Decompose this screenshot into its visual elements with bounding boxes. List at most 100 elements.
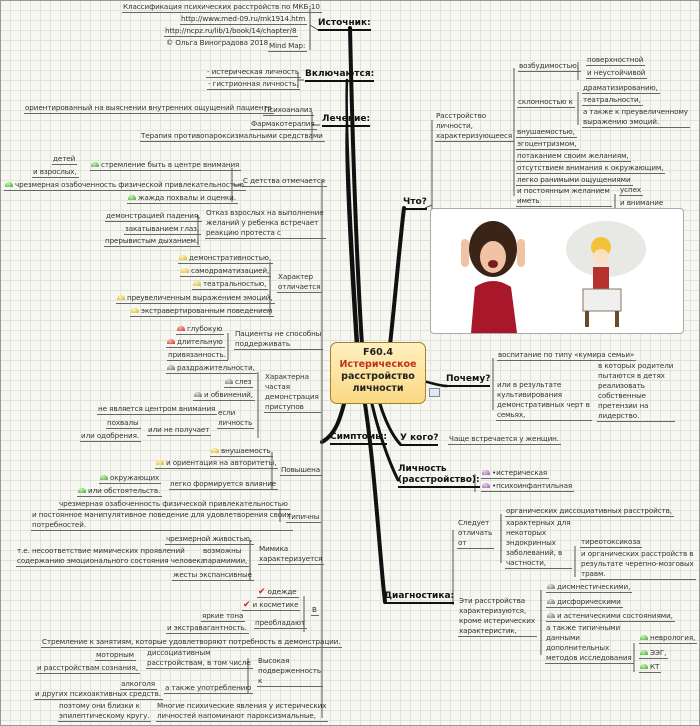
what-description[interactable]: Расстройство личности, характеризующееся xyxy=(435,111,515,142)
symptom-item[interactable]: окружающих xyxy=(99,473,162,484)
symptom-item[interactable]: стремление быть в центре внимания xyxy=(90,160,242,171)
symptom-item[interactable]: или не получает xyxy=(147,425,212,436)
symptom-item[interactable]: чрезмерной живостью, xyxy=(165,534,255,545)
diagnostics-item[interactable]: дисфорическими xyxy=(546,597,623,608)
symptom-item[interactable]: и экстравагантность. xyxy=(166,623,249,634)
symptom-paroxysmal[interactable]: Многие психические явления у истерически… xyxy=(156,701,329,722)
topic-symptoms[interactable]: Симптомы: xyxy=(330,432,387,445)
diagnostics-item[interactable]: и астеническими состояниями, xyxy=(546,611,675,622)
symptom-item[interactable]: преобладают xyxy=(254,618,308,629)
symptom-item[interactable]: закатыванием глаз, xyxy=(124,224,202,235)
what-item[interactable]: успех xyxy=(619,185,644,196)
symptom-occupation[interactable]: Стремление к занятиям, которые удовлетво… xyxy=(41,637,343,648)
symptom-item[interactable]: яркие тона xyxy=(201,611,246,622)
what-item[interactable]: поверхностной xyxy=(586,55,646,66)
source-link[interactable]: http://ncpz.ru/lib/1/book/14/chapter/8 xyxy=(164,26,299,37)
symptom-item[interactable]: алкоголя xyxy=(120,679,158,690)
what-item[interactable]: драматизированию, xyxy=(582,83,660,94)
symptom-attacks[interactable]: Характерна частая демонстрация приступов xyxy=(264,372,321,413)
symptom-item[interactable]: и взрослых, xyxy=(32,167,79,178)
includes-item[interactable]: - истерическая личность xyxy=(206,67,302,78)
symptom-item[interactable]: экстравертированным поведением xyxy=(130,306,275,317)
why-item[interactable]: или в результате культивирования демонст… xyxy=(496,380,592,421)
symptom-item[interactable]: легко формируется влияние xyxy=(169,479,279,490)
symptom-item[interactable]: привязанность. xyxy=(167,350,228,361)
diagnostics-method[interactable]: ЭЭГ, xyxy=(639,648,669,659)
symptom-item[interactable]: ✔и косметике xyxy=(242,600,301,611)
symptom-item[interactable]: раздражительности, xyxy=(166,363,257,374)
symptom-item[interactable]: жесты экспансивные xyxy=(172,570,254,581)
what-item[interactable]: а также к преувеличенному выражению эмоц… xyxy=(582,107,690,128)
symptom-item[interactable]: и других психоактивных средств. xyxy=(34,689,163,700)
topic-who[interactable]: У кого? xyxy=(400,433,439,446)
symptom-item[interactable]: глубокую xyxy=(176,324,225,335)
diagnostics-these[interactable]: Эти расстройства характеризуются, кроме … xyxy=(458,596,537,637)
treatment-item[interactable]: Фармакотерапия xyxy=(250,119,317,130)
source-link[interactable]: http://www.med-09.ru/mk1914.htm xyxy=(180,14,308,25)
symptom-item[interactable]: внушаемость xyxy=(210,446,273,457)
diagnostics-item[interactable]: дисмнестическими, xyxy=(546,582,633,593)
symptom-item[interactable]: демонстрацией падения, xyxy=(105,211,203,222)
what-item[interactable]: возбудимостью, xyxy=(518,61,581,72)
symptom-childhood[interactable]: С детства отмечается xyxy=(242,176,327,187)
symptom-attachment[interactable]: Пациенты не способны поддерживать xyxy=(234,329,324,350)
central-topic[interactable]: F60.4 Истерическое расстройство личности xyxy=(330,342,426,404)
topic-why[interactable]: Почему? xyxy=(446,374,491,387)
symptom-item[interactable]: ✔одежде xyxy=(257,587,299,598)
symptom-item[interactable]: поэтому они близки к эпилептическому кру… xyxy=(58,701,152,722)
what-item[interactable]: легко ранимыми ощущениями xyxy=(516,175,633,186)
diagnostics-method[interactable]: КТ xyxy=(639,662,662,673)
symptom-item[interactable]: чрезмерная озабоченность физической прив… xyxy=(58,499,290,510)
diagnostics-item[interactable]: характерных для некоторых эндокринных за… xyxy=(505,518,573,569)
symptom-item[interactable]: длительную xyxy=(166,337,225,348)
symptom-in[interactable]: В xyxy=(311,605,319,616)
symptom-raised[interactable]: Повышена xyxy=(280,465,323,476)
what-item[interactable]: внушаемостью, xyxy=(516,127,577,138)
topic-diagnostics[interactable]: Диагностика: xyxy=(384,591,455,604)
symptom-item[interactable]: моторным xyxy=(95,650,136,661)
what-item[interactable]: и неустойчивой xyxy=(586,68,648,79)
what-item[interactable]: потаканием своим желаниям, xyxy=(516,151,631,162)
symptom-item[interactable]: т.е. несоответствие мимических проявлени… xyxy=(16,546,207,567)
topic-what[interactable]: Что? xyxy=(403,197,427,210)
what-item[interactable]: отсутствием внимания к окружающим, xyxy=(516,163,666,174)
symptom-item[interactable]: диссоциативным расстройствам, в том числ… xyxy=(146,648,253,669)
symptom-item[interactable]: прерывистым дыханием. xyxy=(104,236,201,247)
what-item[interactable]: театральности, xyxy=(582,95,643,106)
what-item[interactable]: эгоцентризмом, xyxy=(516,139,579,150)
topic-treatment[interactable]: Лечение: xyxy=(322,114,371,127)
includes-item[interactable]: - гистрионная личность. xyxy=(207,79,301,90)
diagnostics-item[interactable]: и органических расстройств в результате … xyxy=(580,549,696,580)
treatment-item[interactable]: Терапия противопароксизмальными средства… xyxy=(140,131,325,142)
symptom-item[interactable]: похвалы xyxy=(106,418,141,429)
symptom-item[interactable]: и постоянное манипулятивное поведение дл… xyxy=(31,510,293,531)
topic-includes[interactable]: Включаются: xyxy=(305,69,375,82)
topic-source[interactable]: Источник: xyxy=(318,18,371,31)
symptom-item[interactable]: или одобрения. xyxy=(80,431,141,442)
symptom-item[interactable]: и расстройствам сознания, xyxy=(36,663,140,674)
treatment-item[interactable]: Психоанализ xyxy=(263,105,315,116)
diagnostics-item[interactable]: а также типичными данными дополнительных… xyxy=(545,623,634,664)
personality-item[interactable]: •психоинфантильная xyxy=(481,481,575,492)
symptom-item[interactable]: демонстративностью, xyxy=(178,253,274,264)
symptom-item[interactable]: а также употреблению xyxy=(164,683,254,694)
why-item[interactable]: воспитание по типу «кумира семьи» xyxy=(497,350,637,361)
symptom-item[interactable]: преувеличенным выражением эмоций, xyxy=(116,293,275,304)
source-item[interactable]: Классификация психических расстройств по… xyxy=(122,2,322,13)
symptom-item[interactable]: и ориентация на авторитеты, xyxy=(155,458,279,469)
symptom-character[interactable]: Характер отличается xyxy=(277,272,323,293)
personality-item[interactable]: •истерическая xyxy=(481,468,550,479)
symptom-item[interactable]: и обвинений, xyxy=(193,390,255,401)
symptom-item[interactable]: жажда похвалы и оценки. xyxy=(127,193,238,204)
what-item[interactable]: склонностью к xyxy=(517,97,575,108)
diagnostics-item[interactable]: органических диссоциативных расстройств, xyxy=(505,506,674,517)
symptom-item[interactable]: не является центром внимания xyxy=(97,404,218,415)
symptom-item[interactable]: самодраматизацией, xyxy=(180,266,272,277)
note-icon[interactable] xyxy=(429,388,440,397)
topic-personality[interactable]: Личность (расстройство): xyxy=(398,464,480,488)
diagnostics-item[interactable]: тиреотоксикоза xyxy=(580,537,643,548)
symptom-refusal[interactable]: Отказ взрослых на выполнение желаний у р… xyxy=(205,208,326,239)
symptom-mimic[interactable]: Мимика характеризуется xyxy=(258,544,325,565)
symptom-item[interactable]: чрезмерная озабоченность физической прив… xyxy=(4,180,246,191)
symptom-item[interactable]: детей xyxy=(52,154,78,165)
